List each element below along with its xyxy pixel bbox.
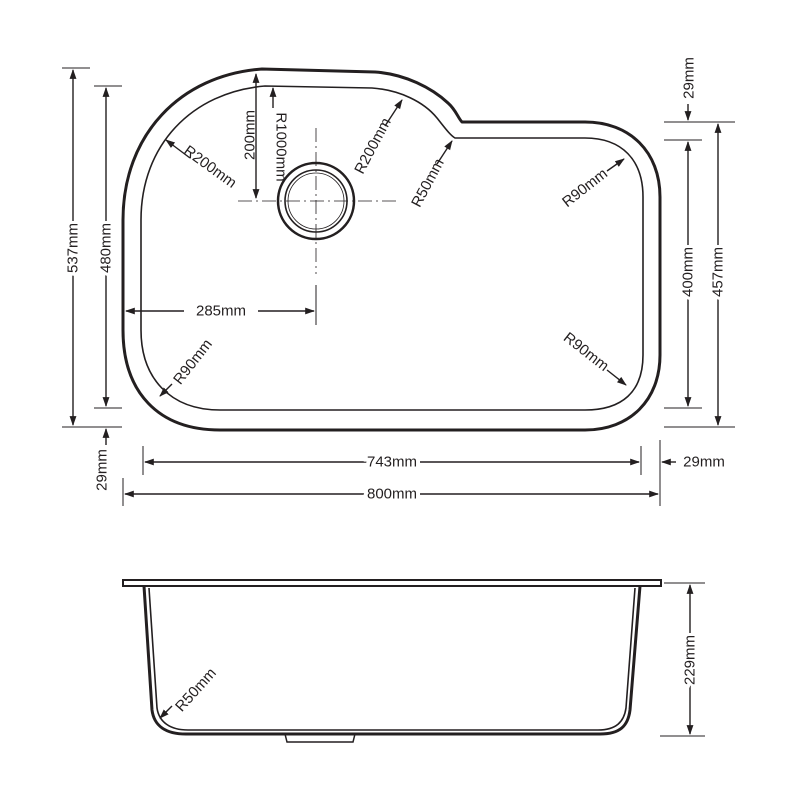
upper-left-radius-label: R200mm <box>180 142 239 192</box>
bowl-height-label: 480mm <box>98 223 115 273</box>
corner-radius-label: R1000mm <box>273 112 290 181</box>
leader-r50mm-notch <box>436 140 453 165</box>
bowl-width-label: 743mm <box>367 454 417 471</box>
leader-r50mm-bottom <box>159 705 173 719</box>
sink-outer-outline <box>121 67 662 432</box>
lower-left-radius-label: R90mm <box>170 336 216 388</box>
upper-right-radius-label: R90mm <box>559 165 611 211</box>
leader-r200mm-upper-middle <box>384 99 403 127</box>
sink-inner-outline <box>140 85 644 411</box>
bottom-radius-label: R50mm <box>172 665 220 715</box>
right-margin-label: 29mm <box>683 454 725 471</box>
leader-r90mm-lower-right <box>606 369 627 386</box>
drain-outlet <box>238 128 396 274</box>
drain-horizontal-offset-label: 285mm <box>196 303 246 320</box>
overall-height-label: 537mm <box>65 223 82 273</box>
lower-right-radius-label: R90mm <box>560 329 612 375</box>
notch-radius-label: R50mm <box>408 156 448 210</box>
leader-r200mm-upper-left <box>165 139 191 159</box>
drain-vertical-offset-label: 200mm <box>242 110 259 160</box>
side-view-basin-inner <box>148 587 636 731</box>
side-view: R50mm 229mm <box>122 579 705 743</box>
right-overall-height-label: 457mm <box>710 247 727 297</box>
right-top-margin-label: 29mm <box>681 57 698 99</box>
right-bowl-height-label: 400mm <box>680 247 697 297</box>
side-view-rim <box>122 579 662 587</box>
overall-width-label: 800mm <box>367 486 417 503</box>
leader-r90mm-lower-left <box>159 383 173 397</box>
upper-middle-radius-label: R200mm <box>351 115 395 177</box>
top-view: 200mm R1000mm R200mm R200mm R50mm R90mm … <box>62 57 735 507</box>
depth-label: 229mm <box>682 635 699 685</box>
side-view-basin-outline <box>142 585 642 736</box>
side-view-drain <box>284 733 356 743</box>
leader-r90mm-upper-right <box>606 158 625 172</box>
bottom-margin-label: 29mm <box>94 449 111 491</box>
